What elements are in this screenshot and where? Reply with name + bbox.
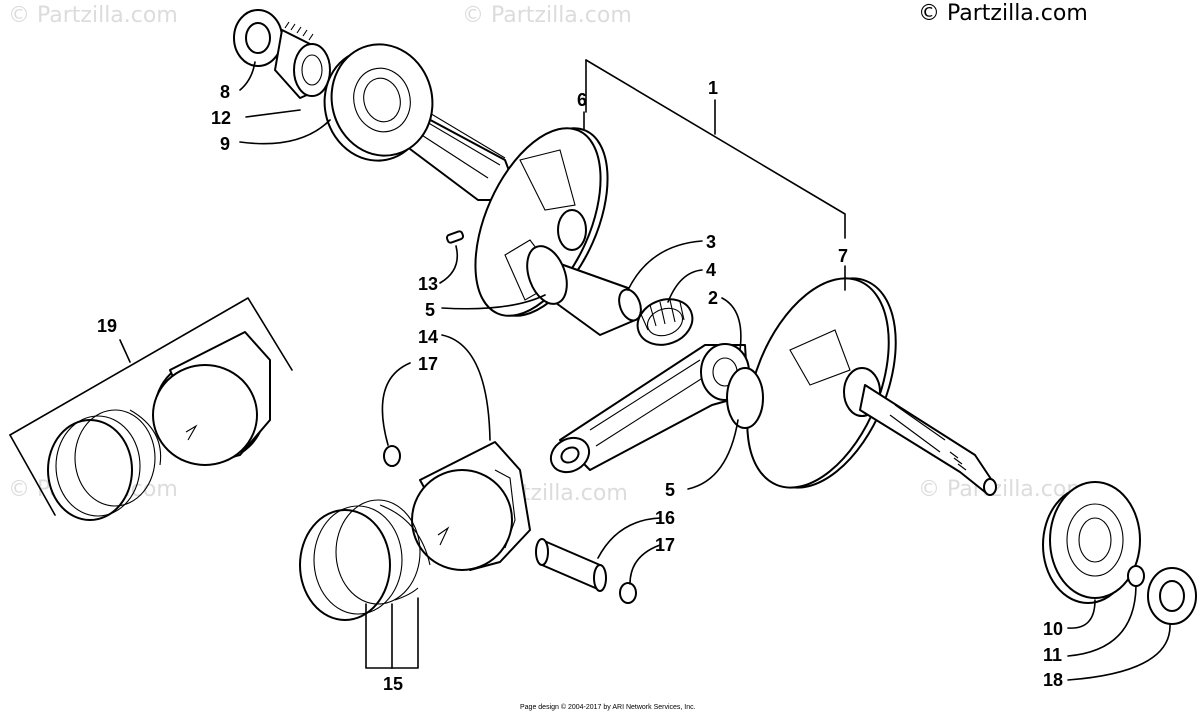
connecting-rod xyxy=(549,343,750,474)
ball-bearing-left xyxy=(323,43,434,162)
callout-9: 9 xyxy=(220,134,230,154)
crank-web-right xyxy=(726,277,897,489)
watermark-top-left: © Partzilla.com xyxy=(8,3,178,28)
piston-14 xyxy=(411,441,531,571)
watermark-top-center: © Partzilla.com xyxy=(462,3,632,28)
callout-17-lower: 17 xyxy=(655,535,675,555)
callout-10: 10 xyxy=(1043,619,1063,639)
shim-washer xyxy=(1127,565,1145,587)
callout-7: 7 xyxy=(838,246,848,266)
callout-15: 15 xyxy=(383,674,403,694)
callout-17-upper: 17 xyxy=(418,354,438,374)
needle-bearing xyxy=(636,298,694,346)
crankshaft-right-shaft xyxy=(859,384,997,496)
leader-lines xyxy=(119,59,1171,681)
callout-18: 18 xyxy=(1043,670,1063,690)
callout-4: 4 xyxy=(706,260,716,280)
callout-2: 2 xyxy=(708,288,718,308)
brand-label: © Partzilla.com xyxy=(918,1,1088,26)
callout-8: 8 xyxy=(220,82,230,102)
circlip-lower xyxy=(619,582,637,604)
callout-12: 12 xyxy=(211,108,231,128)
callout-6: 6 xyxy=(577,90,587,110)
callout-16: 16 xyxy=(655,508,675,528)
oil-seal-left xyxy=(233,9,283,67)
piston-pin xyxy=(535,538,607,592)
callout-13: 13 xyxy=(418,274,438,294)
woodruff-key xyxy=(445,230,465,244)
watermark-bottom-right: © Partzilla.com xyxy=(918,477,1088,502)
callout-1: 1 xyxy=(708,78,718,98)
gear-collar xyxy=(274,21,331,99)
page-footer: Page design © 2004-2017 by ARI Network S… xyxy=(520,703,696,711)
callout-19: 19 xyxy=(97,316,117,336)
piston-rings-15 xyxy=(299,499,431,621)
circlip-upper xyxy=(383,445,401,467)
callout-14: 14 xyxy=(418,327,438,347)
callout-11: 11 xyxy=(1043,645,1062,665)
callout-5-upper: 5 xyxy=(425,300,435,320)
piston-set-19 xyxy=(9,297,293,521)
ball-bearing-right xyxy=(1042,481,1141,604)
callout-5-lower: 5 xyxy=(665,480,675,500)
callout-3: 3 xyxy=(706,232,716,252)
crank-pin xyxy=(526,245,642,336)
oil-seal-right xyxy=(1147,567,1197,625)
